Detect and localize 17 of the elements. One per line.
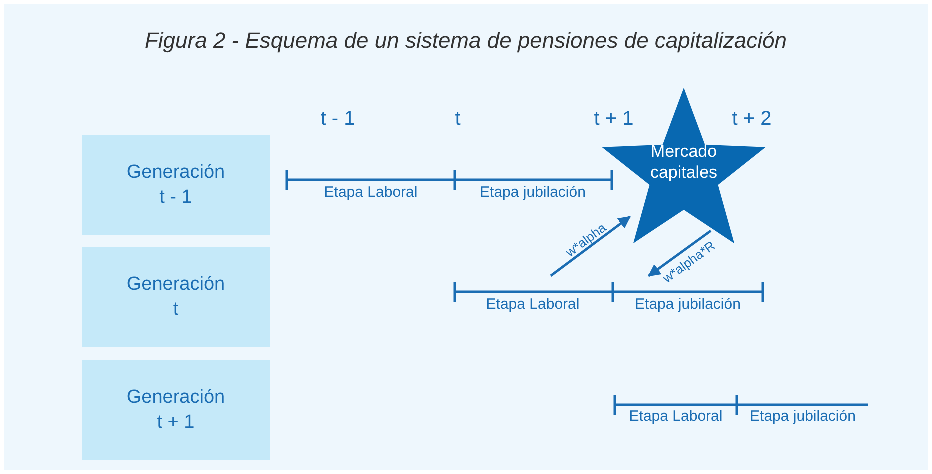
generation-box: Generación t + 1: [82, 360, 270, 460]
figure-title: Figura 2 - Esquema de un sistema de pensiones de capitalización: [144, 28, 788, 54]
node-label: Mercado capitales: [649, 141, 719, 183]
stage-label: Etapa jubilación: [480, 184, 586, 201]
stage-label: Etapa Laboral: [629, 408, 723, 425]
generation-box: Generación t - 1: [82, 135, 270, 235]
arrow: [550, 216, 631, 277]
time-label: t + 1: [594, 108, 634, 131]
stage-label: Etapa Laboral: [486, 296, 580, 313]
time-label: t - 1: [320, 108, 356, 131]
stage-label: Etapa jubilación: [635, 296, 741, 313]
stage-label: Etapa jubilación: [750, 408, 856, 425]
generation-box: Generación t: [82, 247, 270, 347]
time-label: t: [455, 108, 461, 131]
arrow: [648, 230, 712, 278]
time-label: t + 2: [732, 108, 772, 131]
stage-label: Etapa Laboral: [324, 184, 418, 201]
